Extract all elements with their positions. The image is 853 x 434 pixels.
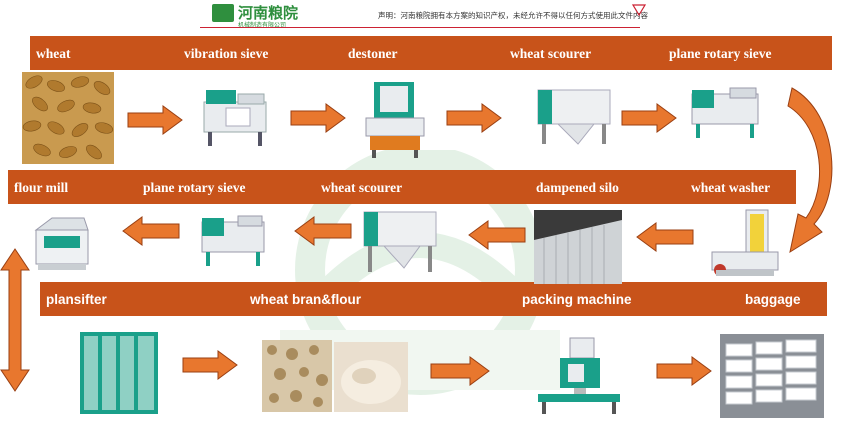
header: 河南粮院 机械制造有限公司 声明：河南粮院拥有本方案的知识产权，未经允许不得以任… — [0, 0, 853, 30]
label-baggage: baggage — [745, 292, 801, 307]
packing-machine-image — [538, 337, 620, 414]
wheat-scourer-image — [537, 89, 611, 145]
wheat-washer-image — [711, 209, 779, 276]
arrow-left-icon — [294, 216, 352, 246]
label-wheat: wheat — [36, 46, 71, 61]
label-packing-machine: packing machine — [522, 292, 632, 307]
label-plansifter: plansifter — [46, 292, 107, 307]
arrow-right-icon — [621, 103, 677, 133]
arrow-right-icon — [182, 350, 238, 380]
double-arrow-vertical-icon — [0, 248, 30, 392]
plane-rotary-sieve-image-2 — [201, 215, 265, 266]
label-plane-rotary-sieve-2: plane rotary sieve — [143, 180, 246, 195]
baggage-image — [720, 334, 824, 418]
label-plane-rotary-sieve: plane rotary sieve — [669, 46, 772, 61]
company-logo-subtitle: 机械制造有限公司 — [238, 22, 287, 29]
arrow-right-icon — [656, 356, 712, 386]
company-logo-text: 河南粮院 — [238, 4, 299, 22]
wheat-bran-image — [262, 340, 332, 412]
band-row-3: plansifter wheat bran&flour packing mach… — [40, 282, 827, 316]
label-destoner: destoner — [348, 46, 398, 61]
header-divider — [200, 27, 640, 28]
label-wheat-scourer-2: wheat scourer — [321, 180, 403, 195]
plane-rotary-sieve-image — [691, 87, 759, 138]
dampened-silo-image — [534, 210, 622, 284]
band-row-2: flour mill plane rotary sieve wheat scou… — [8, 170, 796, 204]
arrow-left-icon — [636, 222, 694, 252]
arrow-left-icon — [468, 220, 526, 250]
arrow-left-icon — [122, 216, 180, 246]
plansifter-image — [80, 332, 158, 414]
label-flour-mill: flour mill — [14, 180, 69, 195]
company-logo-icon — [212, 4, 234, 22]
curved-arrow-down-icon — [787, 87, 833, 254]
wheat-grains-image — [22, 72, 114, 164]
arrow-right-icon — [127, 105, 183, 135]
wheat-scourer-image-2 — [363, 211, 437, 272]
arrow-right-icon — [430, 356, 490, 386]
label-wheat-washer: wheat washer — [691, 180, 771, 195]
label-wheat-bran-flour: wheat bran&flour — [250, 292, 362, 307]
warning-triangle-icon — [632, 4, 646, 16]
arrow-right-icon — [446, 103, 502, 133]
label-wheat-scourer: wheat scourer — [510, 46, 592, 61]
label-vibration-sieve: vibration sieve — [184, 46, 269, 61]
copyright-notice: 声明：河南粮院拥有本方案的知识产权，未经允许不得以任何方式使用此文件内容 — [378, 11, 648, 20]
flour-image — [334, 342, 408, 412]
band-row-1: wheat vibration sieve destoner wheat sco… — [30, 36, 832, 70]
label-dampened-silo: dampened silo — [536, 180, 619, 195]
arrow-right-icon — [290, 103, 346, 133]
flour-mill-image — [34, 217, 89, 270]
destoner-image — [365, 82, 425, 158]
vibration-sieve-image — [203, 90, 267, 146]
